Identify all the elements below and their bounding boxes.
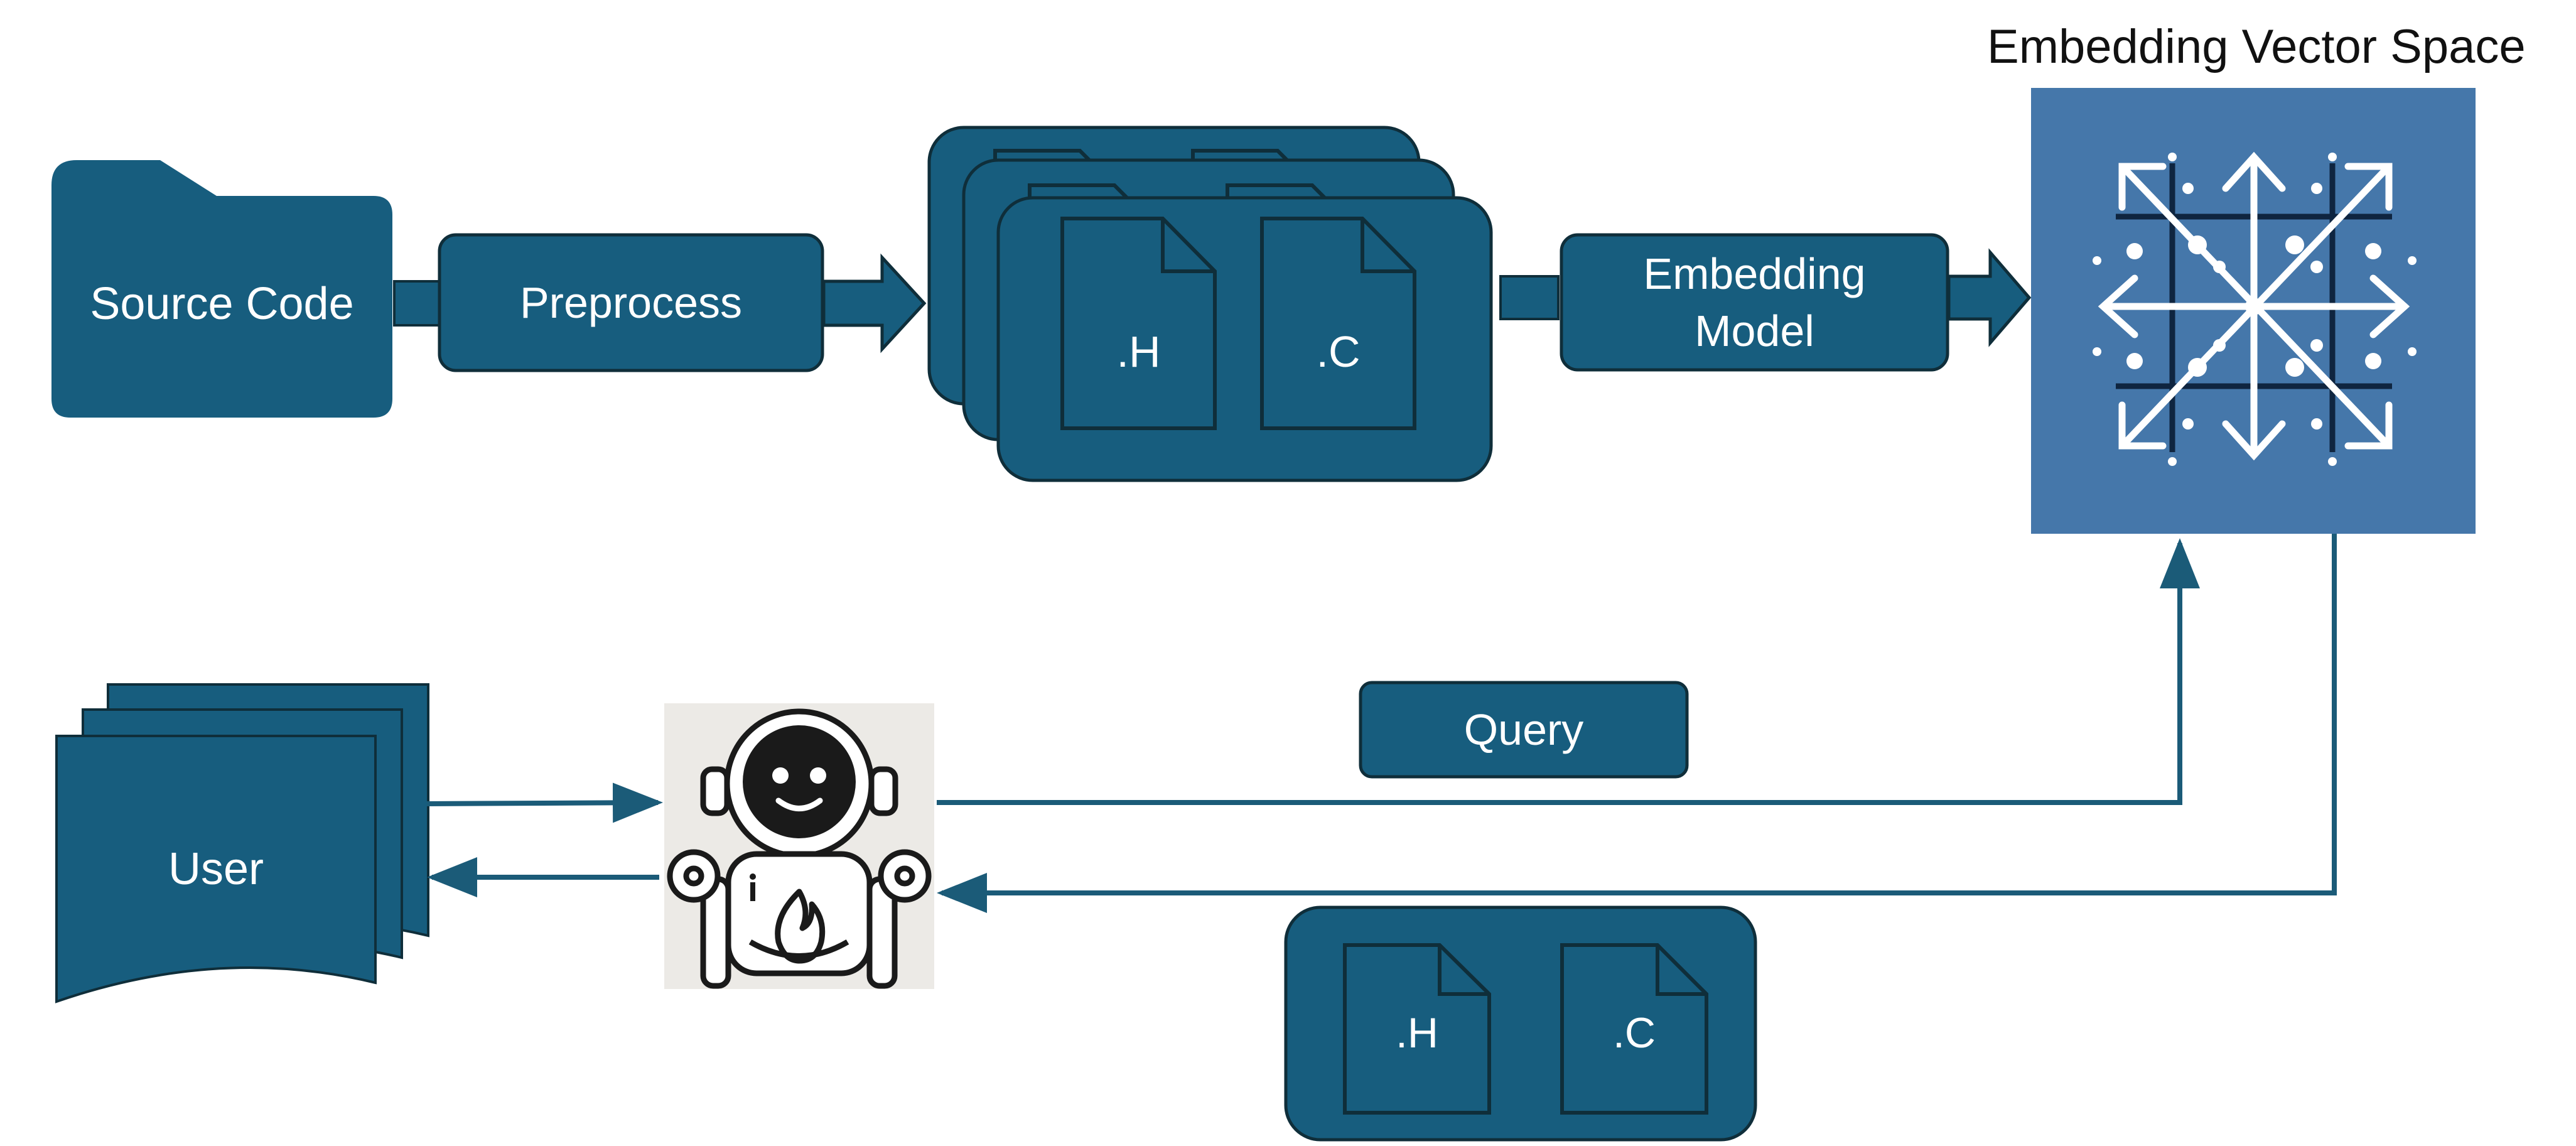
stacked-documents-icon [55,683,429,1003]
preprocess-label: Preprocess [519,278,743,327]
query-label: Query [1463,705,1584,754]
vector-grid-icon [2031,88,2476,534]
result-file-h-label: .H [1396,1008,1438,1057]
robot-icon [664,703,934,989]
arrow-vectors-to-robot [937,534,2337,913]
vector-space-title: Embedding Vector Space [1987,19,2526,73]
source-code-label: Source Code [90,279,354,330]
result-file-h-icon [1343,943,1491,1115]
query-box [1359,681,1689,779]
embedding-model-label: Embedding Model [1643,249,1866,355]
connector-files-embedding [1499,275,1560,320]
arrow-embedding-to-vectors [1947,248,2032,347]
result-file-c-label: .C [1613,1008,1656,1057]
file-h-label: .H [1116,327,1161,376]
result-file-c-icon [1560,943,1708,1115]
arrow-query-to-vectors [937,538,2200,805]
arrow-preprocess-to-files [822,253,927,354]
arrow-user-to-robot [426,782,663,823]
file-c-icon [1260,217,1416,430]
results-box [1284,905,1757,1142]
file-h-icon [1060,217,1217,430]
source-code-folder-icon [51,160,392,418]
files-stack [927,126,1493,482]
connector-source-preprocess [393,280,441,327]
file-c-label: .C [1316,327,1361,376]
user-label: User [168,844,264,895]
